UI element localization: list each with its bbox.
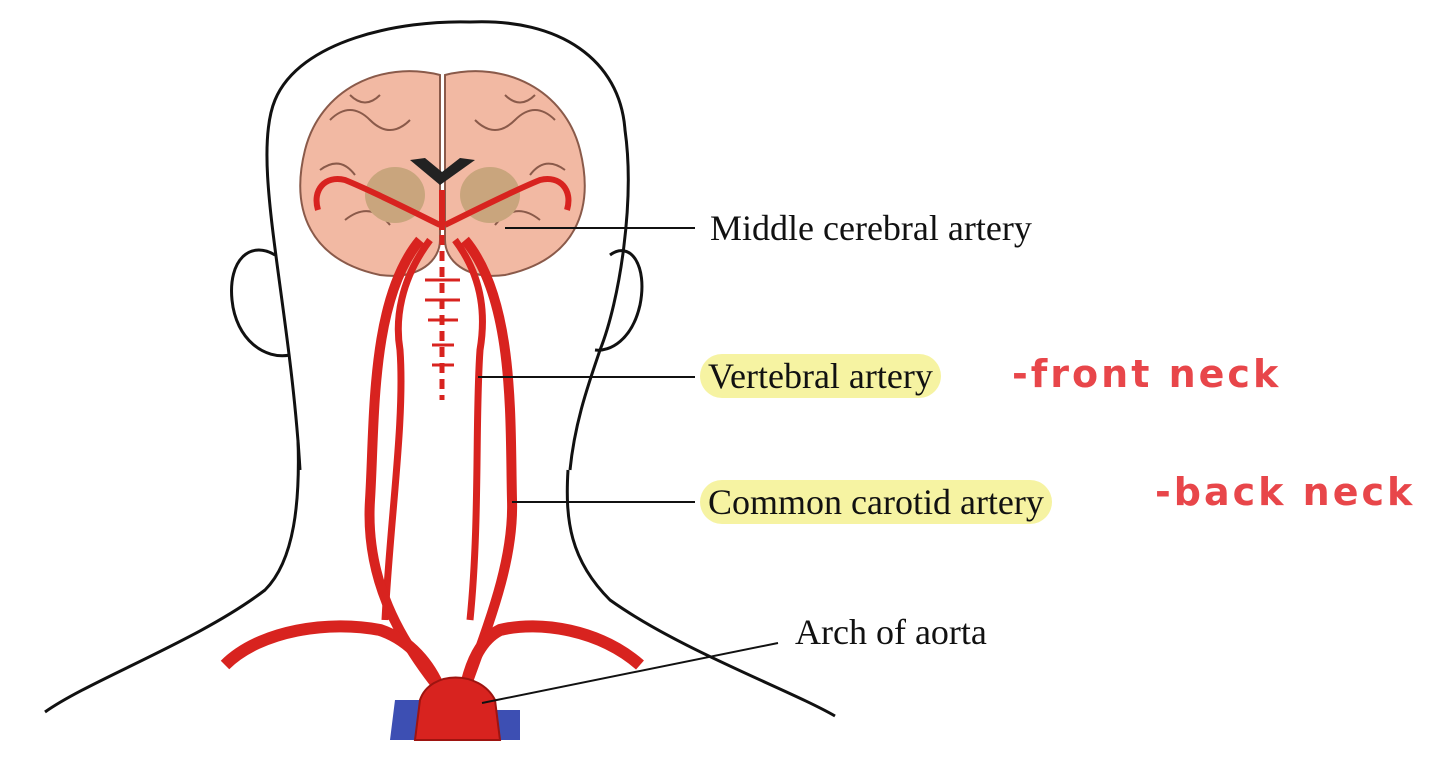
brain <box>299 70 586 277</box>
label-arch-of-aorta: Arch of aorta <box>795 612 987 652</box>
neck-left <box>44 439 300 714</box>
aortic-arch <box>413 676 502 741</box>
handwritten-note-back-neck: -back neck <box>1155 470 1416 514</box>
left-ear <box>230 248 291 358</box>
common-carotid-artery-right <box>460 236 518 692</box>
middle-cerebral-artery-left <box>313 176 442 228</box>
leader-arch-aorta <box>481 642 779 704</box>
label-vertebral-artery: Vertebral artery <box>700 354 941 398</box>
label-common-carotid-artery: Common carotid artery <box>700 480 1052 524</box>
handwritten-note-front-neck: -front neck <box>1012 352 1282 396</box>
subclavian-artery-left <box>220 620 446 693</box>
vertebral-artery-right <box>452 237 486 621</box>
neck-right <box>565 469 836 718</box>
subclavian-artery-right <box>459 620 644 692</box>
common-carotid-artery-left <box>364 236 444 694</box>
vertebral-artery-left <box>381 237 433 621</box>
middle-cerebral-artery-right <box>443 176 572 228</box>
right-ear <box>594 249 644 352</box>
label-middle-cerebral-artery: Middle cerebral artery <box>710 208 1032 248</box>
